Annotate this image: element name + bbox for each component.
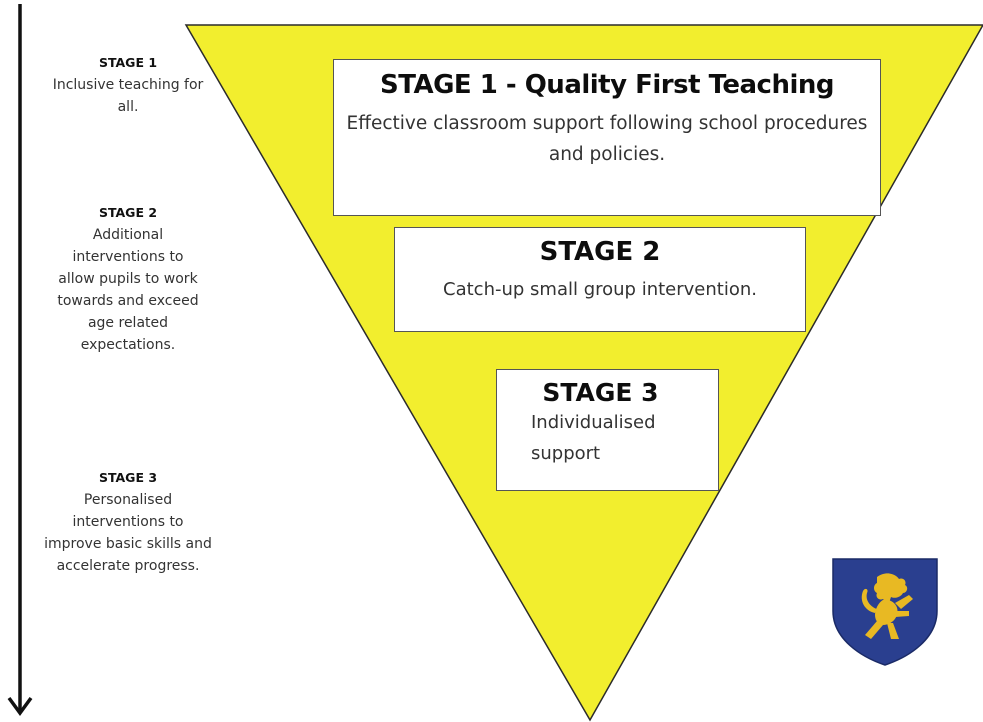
- lion-icon: [861, 573, 913, 639]
- side-stage-1-title: STAGE 1: [98, 55, 158, 70]
- stage-1-box: STAGE 1 - Quality First Teaching Effecti…: [333, 59, 881, 216]
- side-stage-1-description: Inclusive teaching for all.: [52, 77, 204, 115]
- stage-2-box: STAGE 2 Catch-up small group interventio…: [394, 227, 806, 332]
- stage-3-box: STAGE 3 Individualised support: [496, 369, 719, 491]
- side-stage-1: STAGE 1 Inclusive teaching for all.: [40, 55, 216, 118]
- stage-3-box-title: STAGE 3: [542, 378, 659, 407]
- side-stage-2: STAGE 2 Additional interventions to allo…: [40, 205, 216, 356]
- stage-1-box-title: STAGE 1 - Quality First Teaching: [380, 70, 834, 100]
- side-stage-3: STAGE 3 Personalised interventions to im…: [40, 470, 216, 577]
- stage-1-box-description: Effective classroom support following sc…: [346, 113, 868, 165]
- side-stage-3-description: Personalised interventions to improve ba…: [44, 492, 212, 574]
- side-stage-2-description: Additional interventions to allow pupils…: [57, 227, 199, 353]
- side-stage-2-title: STAGE 2: [98, 205, 158, 220]
- school-crest-icon: [832, 558, 938, 666]
- stage-2-box-description: Catch-up small group intervention.: [443, 279, 757, 300]
- stage-2-box-title: STAGE 2: [539, 237, 661, 267]
- side-stage-3-title: STAGE 3: [98, 470, 158, 485]
- stage-3-box-description: Individualised support: [531, 412, 656, 464]
